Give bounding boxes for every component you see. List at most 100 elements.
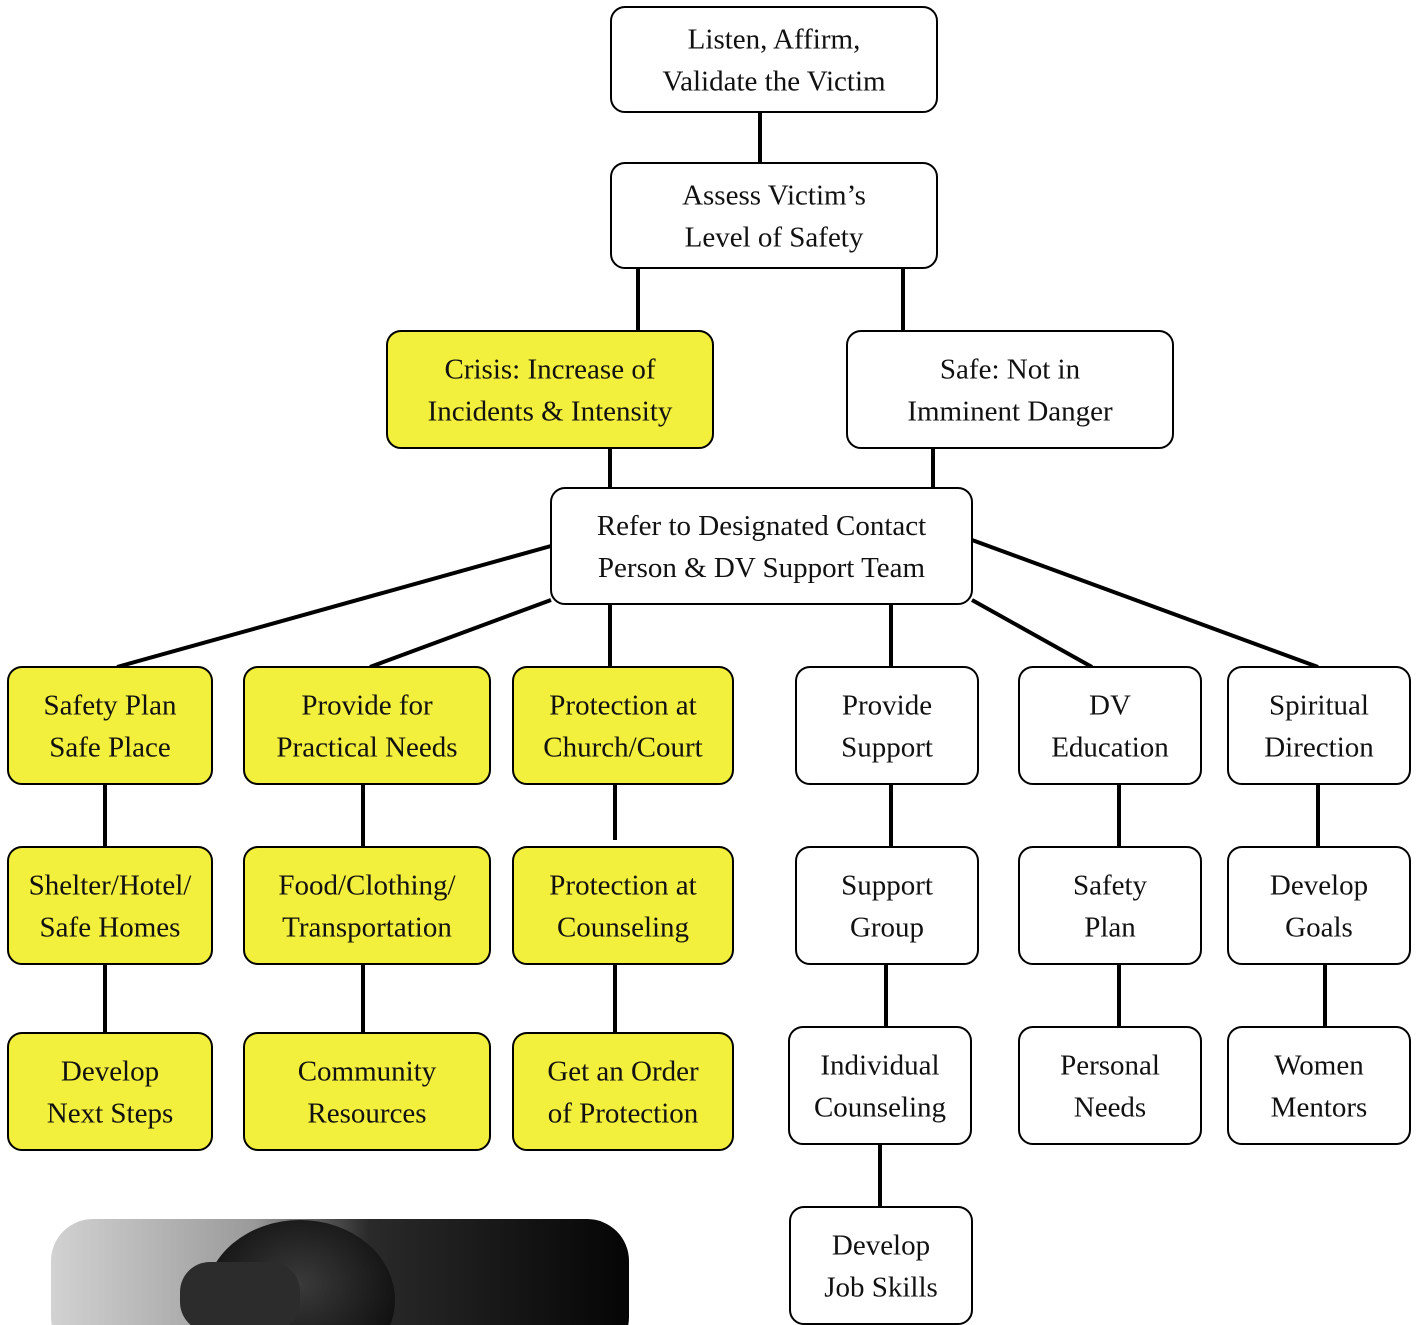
node-label-develop-goals-line-1: Develop — [1270, 870, 1368, 902]
node-label-protection-counseling-line-2: Counseling — [557, 912, 689, 944]
node-label-safety-plan-line-1: Safety — [1073, 870, 1148, 902]
node-label-women-mentors-line-2: Mentors — [1271, 1092, 1368, 1124]
node-label-refer-line-1: Refer to Designated Contact — [597, 510, 926, 542]
woman-photo — [51, 1219, 629, 1325]
node-label-personal-needs-line-2: Needs — [1074, 1092, 1146, 1124]
node-box-job-skills — [789, 1206, 973, 1325]
node-box-listen — [610, 6, 938, 113]
node-label-shelter-line-1: Shelter/Hotel/ — [29, 870, 193, 902]
node-label-order-protection-line-2: of Protection — [548, 1098, 699, 1130]
node-box-community — [243, 1032, 491, 1151]
node-box-develop-goals — [1227, 846, 1411, 965]
node-box-refer — [550, 487, 973, 605]
node-label-practical-needs-line-1: Provide for — [301, 690, 433, 722]
node-label-assess-line-2: Level of Safety — [685, 222, 864, 254]
node-box-practical-needs — [243, 666, 491, 785]
node-box-next-steps — [7, 1032, 213, 1151]
node-label-protection-church-line-2: Church/Court — [543, 732, 703, 764]
node-label-job-skills-line-2: Job Skills — [824, 1272, 938, 1304]
node-order-protection: Get an Order of Protection — [512, 1032, 734, 1151]
node-safe: Safe: Not in Imminent Danger — [846, 330, 1174, 449]
node-label-safety-plan-line-2: Plan — [1084, 912, 1136, 944]
node-label-personal-needs-line-1: Personal — [1060, 1050, 1160, 1082]
node-dv-education: DV Education — [1018, 666, 1202, 785]
node-label-crisis-line-1: Crisis: Increase of — [445, 354, 656, 386]
edge-refer-to-dv-education — [971, 598, 1093, 669]
node-label-protection-church-line-1: Protection at — [549, 690, 696, 722]
node-label-refer-line-2: Person & DV Support Team — [598, 552, 926, 584]
node-box-safety-plan-place — [7, 666, 213, 785]
node-label-next-steps-line-2: Next Steps — [47, 1098, 173, 1130]
node-label-community-line-2: Resources — [307, 1098, 426, 1130]
node-label-support-group-line-1: Support — [841, 870, 933, 902]
node-box-support-group — [795, 846, 979, 965]
node-box-dv-education — [1018, 666, 1202, 785]
edge-refer-to-practical-needs — [369, 598, 552, 669]
node-protection-church: Protection at Church/Court — [512, 666, 734, 785]
node-label-assess-line-1: Assess Victim’s — [682, 180, 866, 212]
node-box-individual-counseling — [788, 1026, 972, 1145]
node-label-develop-goals-line-2: Goals — [1285, 912, 1353, 944]
node-label-spiritual-direction-line-1: Spiritual — [1269, 690, 1369, 722]
node-shelter: Shelter/Hotel/Safe Homes — [7, 846, 213, 965]
node-label-women-mentors-line-1: Women — [1274, 1050, 1364, 1082]
node-label-safe-line-2: Imminent Danger — [907, 396, 1113, 428]
node-label-food-line-2: Transportation — [282, 912, 452, 944]
node-box-protection-counseling — [512, 846, 734, 965]
node-label-protection-counseling-line-1: Protection at — [549, 870, 696, 902]
node-food: Food/Clothing/Transportation — [243, 846, 491, 965]
node-label-community-line-1: Community — [298, 1056, 437, 1088]
node-crisis: Crisis: Increase of Incidents & Intensity — [386, 330, 714, 449]
node-label-food-line-1: Food/Clothing/ — [278, 870, 456, 902]
node-box-crisis — [386, 330, 714, 449]
node-listen: Listen, Affirm, Validate the Victim — [610, 6, 938, 113]
node-label-crisis-line-2: Incidents & Intensity — [428, 396, 673, 428]
node-label-provide-support-line-1: Provide — [842, 690, 932, 722]
node-box-safe — [846, 330, 1174, 449]
edge-refer-to-spiritual-direction — [971, 538, 1319, 669]
node-box-personal-needs — [1018, 1026, 1202, 1145]
node-label-individual-counseling-line-1: Individual — [820, 1050, 939, 1082]
node-label-individual-counseling-line-2: Counseling — [814, 1092, 946, 1124]
node-label-dv-education-line-1: DV — [1089, 690, 1131, 722]
node-box-protection-church — [512, 666, 734, 785]
node-label-listen-line-1: Listen, Affirm, — [688, 24, 861, 56]
node-box-food — [243, 846, 491, 965]
connector-lines — [103, 112, 1327, 1207]
node-label-order-protection-line-1: Get an Order — [547, 1056, 699, 1088]
edge-refer-to-safety-plan-place — [116, 544, 552, 669]
node-box-assess — [610, 162, 938, 269]
node-label-next-steps-line-1: Develop — [61, 1056, 159, 1088]
node-label-safety-plan-place-line-1: Safety Plan — [44, 690, 177, 722]
node-protection-counseling: Protection at Counseling — [512, 846, 734, 965]
node-label-job-skills-line-1: Develop — [832, 1230, 930, 1262]
node-label-dv-education-line-2: Education — [1051, 732, 1169, 764]
node-label-spiritual-direction-line-2: Direction — [1264, 732, 1374, 764]
node-label-listen-line-2: Validate the Victim — [662, 66, 886, 98]
node-label-practical-needs-line-2: Practical Needs — [276, 732, 457, 764]
node-box-spiritual-direction — [1227, 666, 1411, 785]
node-label-provide-support-line-2: Support — [841, 732, 933, 764]
node-label-safe-line-1: Safe: Not in — [940, 354, 1081, 386]
node-box-provide-support — [795, 666, 979, 785]
node-box-shelter — [7, 846, 213, 965]
node-box-order-protection — [512, 1032, 734, 1151]
node-label-safety-plan-place-line-2: Safe Place — [49, 732, 171, 764]
node-label-support-group-line-2: Group — [850, 912, 924, 944]
